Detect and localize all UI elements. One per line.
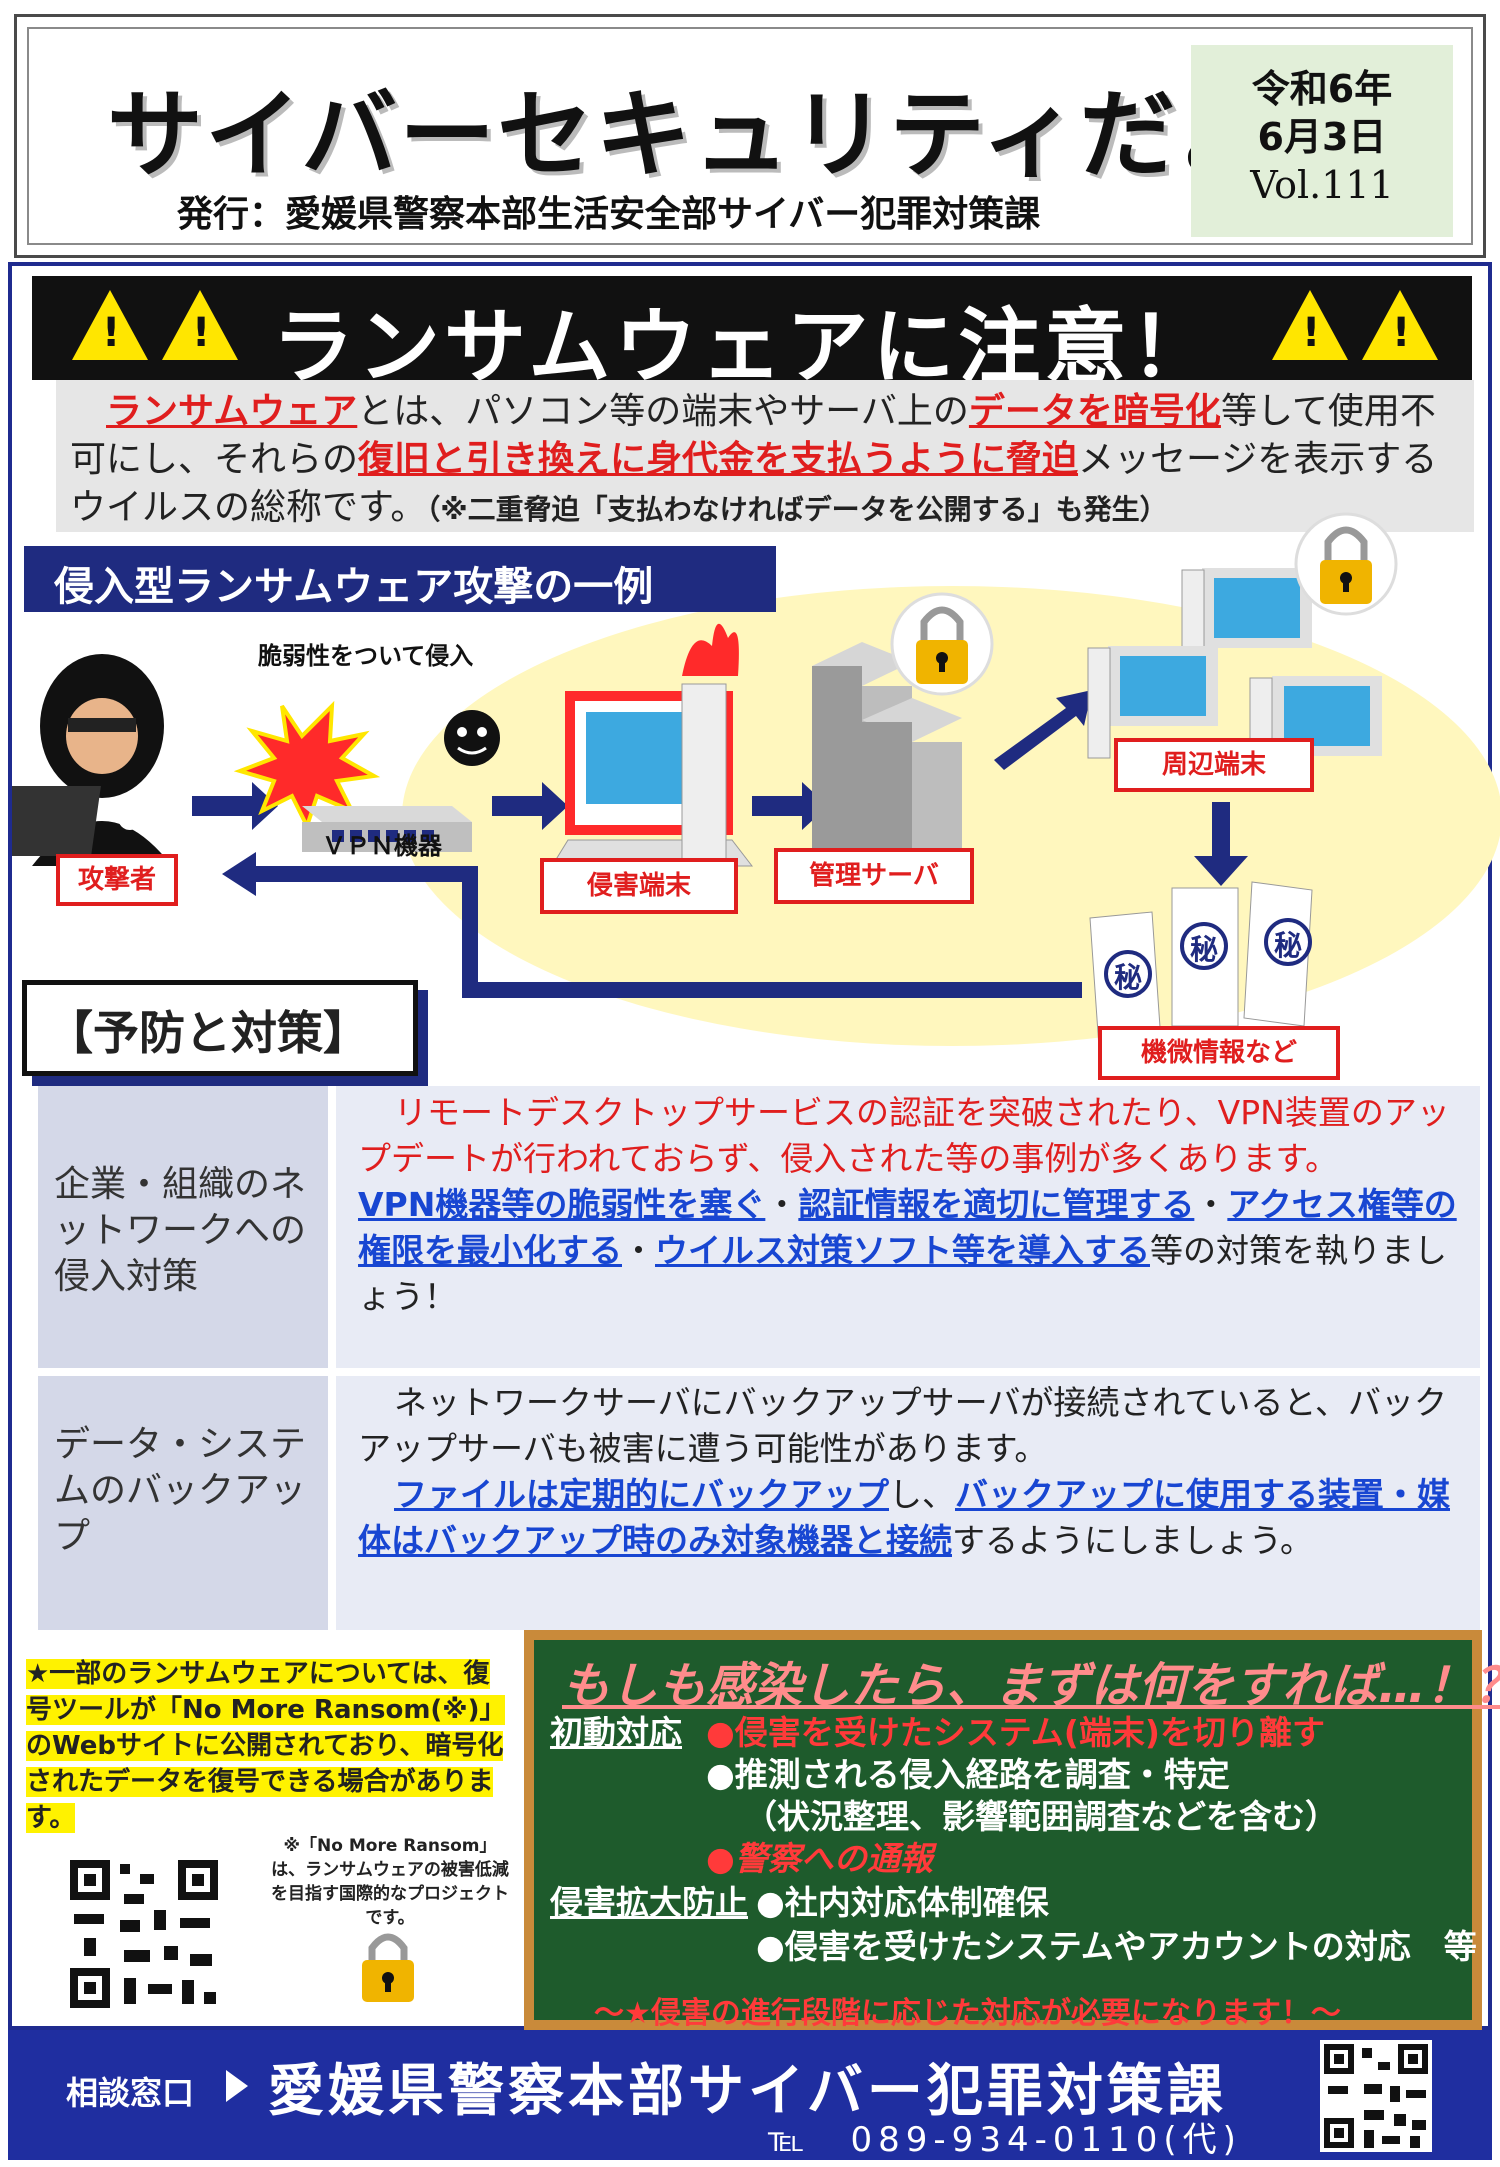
warning-triangle-icon: !	[1272, 290, 1348, 360]
secret-mark: 秘	[1190, 933, 1219, 966]
qr-code-icon[interactable]	[1320, 2040, 1432, 2152]
prevention-table: 企業・組織のネットワークへの侵入対策 リモートデスクトップサービスの認証を突破さ…	[38, 1086, 1480, 1630]
arrow-right-icon	[492, 782, 568, 830]
explosion-icon	[233, 700, 381, 832]
prevent-spread-label: 侵害拡大防止	[550, 1883, 748, 1922]
padlock-icon	[890, 592, 994, 696]
response-step: ●社内対応体制確保	[756, 1883, 1049, 1922]
contact-label: 相談窓口	[66, 2074, 195, 2112]
arrow-right-icon	[192, 782, 278, 830]
term-encrypt: データを暗号化	[968, 391, 1221, 432]
warning-triangle-icon: !	[162, 290, 238, 360]
response-step: （状況整理、影響範囲調査などを含む）	[744, 1797, 1338, 1836]
peripheral-pc-icon	[1087, 646, 1218, 759]
attacker-label: 攻撃者	[56, 854, 178, 906]
padlock-icon	[1294, 512, 1398, 616]
padlock-icon	[362, 1933, 414, 2002]
attack-diagram	[12, 512, 1398, 1046]
row-body: ネットワークサーバにバックアップサーバが接続されていると、バックアップサーバも被…	[336, 1376, 1480, 1630]
response-footer: ～★侵害の進行段階に応じた対応が必要になります！～	[594, 1996, 1341, 2031]
newsletter-header: サイバーセキュリティだより 発行：愛媛県警察本部生活安全部サイバー犯罪対策課 令…	[14, 14, 1486, 258]
infected-pc-icon	[551, 623, 754, 873]
warning-triangle-icon: !	[1362, 290, 1438, 360]
response-step: ●侵害を受けたシステムやアカウントの対応 等	[756, 1927, 1477, 1966]
qr-code-icon[interactable]	[64, 1854, 224, 2014]
secret-mark: 秘	[1274, 929, 1303, 962]
term-ransomware: ランサムウェア	[106, 391, 358, 432]
header-inner-border	[27, 27, 1473, 245]
issue-volume: Vol.111	[1250, 163, 1394, 207]
row-title: 企業・組織のネットワークへの侵入対策	[38, 1086, 328, 1368]
arrow-down-icon	[1194, 802, 1248, 886]
publisher: 発行：愛媛県警察本部生活安全部サイバー犯罪対策課	[177, 194, 1041, 235]
secret-document-icon	[1171, 887, 1239, 1027]
victim-label: 侵害端末	[540, 858, 738, 914]
warning-triangle-icon: !	[72, 290, 148, 360]
initial-response-label: 初動対応	[550, 1713, 682, 1752]
incident-response-board: もしも感染したら、まずは何をすれば…！？ 初動対応 ●侵害を受けたシステム(端末…	[524, 1630, 1500, 2031]
contact-footer: 相談窓口 愛媛県警察本部サイバー犯罪対策課 ℡ 089-934-0110(代)	[8, 2030, 1492, 2160]
double-extortion-note: （※二重脅迫「支払わなければデータを公開する」も発生）	[426, 493, 1168, 526]
response-step: ●推測される侵入経路を調査・特定	[706, 1755, 1230, 1794]
secret-info-label: 機微情報など	[1098, 1026, 1340, 1080]
prevention-heading: 【予防と対策】	[22, 980, 418, 1076]
exfiltration-arrow-icon	[252, 866, 1082, 998]
issue-month-day: 6月3日	[1257, 115, 1387, 159]
vpn-label: ＶＰＮ機器	[322, 832, 442, 860]
vpn-device-icon	[302, 806, 472, 852]
secret-document-icon	[1243, 881, 1313, 1027]
secret-mark: 秘	[1114, 961, 1143, 994]
decrypt-tool-note: ★一部のランサムウェアについては、復号ツールが「No More Ransom(※…	[26, 1659, 506, 1833]
issue-date-box: 令和6年 6月3日 Vol.111	[1191, 45, 1453, 237]
diagram-heading: 侵入型ランサムウェア攻撃の一例	[24, 546, 776, 612]
term-extortion: 復旧と引き換えに身代金を支払うように脅迫	[358, 439, 1079, 480]
arrow-right-icon	[752, 782, 828, 830]
warning-banner: ! ! ランサムウェアに注意！ ! !	[32, 276, 1472, 395]
issue-era-year: 令和6年	[1251, 67, 1393, 111]
attacker-icon	[12, 654, 172, 866]
server-label: 管理サーバ	[774, 848, 974, 904]
secret-document-icon	[1089, 911, 1162, 1046]
no-more-ransom-note: ※「No More Ransom」は、ランサムウェアの被害低減を目指す国際的なプ…	[271, 1836, 509, 1928]
response-step: ●侵害を受けたシステム(端末)を切り離す	[706, 1713, 1325, 1752]
ransomware-definition: ランサムウェアとは、パソコン等の端末やサーバ上のデータを暗号化等して使用不可にし…	[56, 380, 1474, 532]
contact-name: 愛媛県警察本部サイバー犯罪対策課	[268, 2059, 1227, 2124]
main-content-frame: ! ! ランサムウェアに注意！ ! ! ランサムウェアとは、パソコン等の端末やサ…	[8, 262, 1500, 2031]
banner-title: ランサムウェアに注意！	[272, 300, 1217, 395]
row-title: データ・システムのバックアップ	[38, 1376, 328, 1630]
table-row: データ・システムのバックアップ ネットワークサーバにバックアップサーバが接続され…	[38, 1376, 1480, 1630]
contact-phone[interactable]: ℡ 089-934-0110(代)	[768, 2120, 1242, 2160]
peripheral-label: 周辺端末	[1114, 738, 1314, 792]
virus-icon	[444, 710, 500, 766]
newsletter-title: サイバーセキュリティだより	[107, 79, 1372, 191]
table-row: 企業・組織のネットワークへの侵入対策 リモートデスクトップサービスの認証を突破さ…	[38, 1086, 1480, 1368]
triangle-right-icon	[226, 2070, 248, 2102]
response-title: もしも感染したら、まずは何をすれば…！？	[562, 1658, 1500, 1714]
row-body: リモートデスクトップサービスの認証を突破されたり、VPN装置のアップデートが行わ…	[336, 1086, 1480, 1368]
response-step: ●警察への通報	[706, 1839, 933, 1878]
exploit-label: 脆弱性をついて侵入	[258, 642, 474, 670]
arrow-up-right-icon	[994, 690, 1092, 770]
